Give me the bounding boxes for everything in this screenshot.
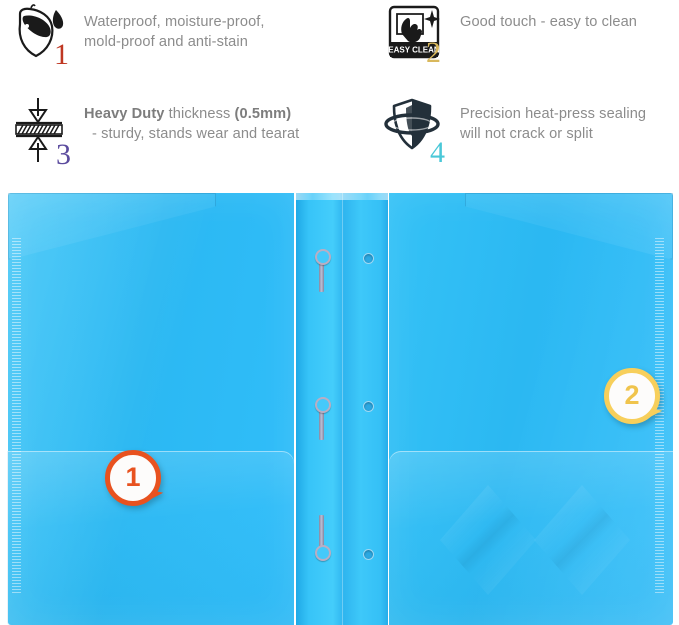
punch-hole-middle [363,401,374,412]
feature-item-4: 4 Precision heat-press sealing will not … [382,96,646,169]
right-panel-top-rib-texture [465,181,665,189]
feature-text-3-mid: thickness [164,106,235,122]
right-edge-texture-strip [655,238,664,593]
feature-text-4: Precision heat-press sealing will not cr… [460,96,646,144]
spine-top-edge [296,193,388,200]
feature-text-2-line1: Good touch - easy to clean [460,14,638,30]
feature-number-2: 2 [426,36,441,69]
callout-label-2: 2 [624,380,640,410]
prong-strip [319,406,324,440]
feature-list: 1 Waterproof, moisture-proof, mold-proof… [0,0,679,178]
callout-bubble-1[interactable]: 1 [105,450,164,506]
center-spine [296,193,388,625]
feature-number-3: 3 [56,138,71,171]
callout-circle: 1 [105,450,161,506]
feature-text-4-line2: will not crack or split [460,126,593,142]
feature-text-2: Good touch - easy to clean [460,4,637,32]
feature-item-3: 3 Heavy Duty thickness (0.5mm) - sturdy,… [6,96,299,170]
emboss-diamond [534,485,630,595]
left-folder-panel [8,193,294,625]
callout-circle: 2 [604,368,660,424]
punch-hole-top [363,253,374,264]
feature-text-3-bold-a: Heavy Duty [84,106,165,122]
heat-press-seal-shield-icon: 4 [382,96,460,169]
feature-text-4-line1: Precision heat-press sealing [460,106,647,122]
feature-text-1-line2: mold-proof and anti-stain [84,34,248,50]
waterproof-droplet-shield-icon: 1 [6,4,84,74]
prong-strip [319,515,324,549]
emboss-diamond [440,485,536,595]
feature-number-1: 1 [54,38,69,71]
left-panel-top-rib-texture [10,181,215,189]
spine-fold-line [342,193,343,625]
left-edge-texture-strip [12,238,21,593]
prong-ring [315,397,331,413]
callout-label-1: 1 [125,462,141,492]
material-thickness-gauge-icon: 3 [6,96,84,170]
feature-text-3-bold-b: (0.5mm) [234,106,292,122]
feature-item-2: EASY CLEAN 2 Good touch - easy to clean [382,4,637,74]
product-photo: 1 2 3 4 [0,178,679,625]
punch-hole-bottom [363,549,374,560]
feature-number-4: 4 [430,136,445,169]
feature-text-1: Waterproof, moisture-proof, mold-proof a… [84,4,265,52]
embossed-diamond-pattern [440,485,630,595]
prong-ring [315,545,331,561]
callout-bubble-2[interactable]: 2 [604,368,663,424]
easy-clean-wiping-hand-icon: EASY CLEAN 2 [382,4,460,74]
bottom-pocket-right [389,451,673,625]
svg-text:EASY CLEAN: EASY CLEAN [388,46,440,55]
feature-item-1: 1 Waterproof, moisture-proof, mold-proof… [6,4,265,74]
feature-text-3: Heavy Duty thickness (0.5mm) - sturdy, s… [84,96,299,144]
prong-ring [315,249,331,265]
feature-text-3-line2: - sturdy, stands wear and tearat [92,126,300,142]
feature-text-1-line1: Waterproof, moisture-proof, [84,14,265,30]
prong-strip [319,258,324,292]
